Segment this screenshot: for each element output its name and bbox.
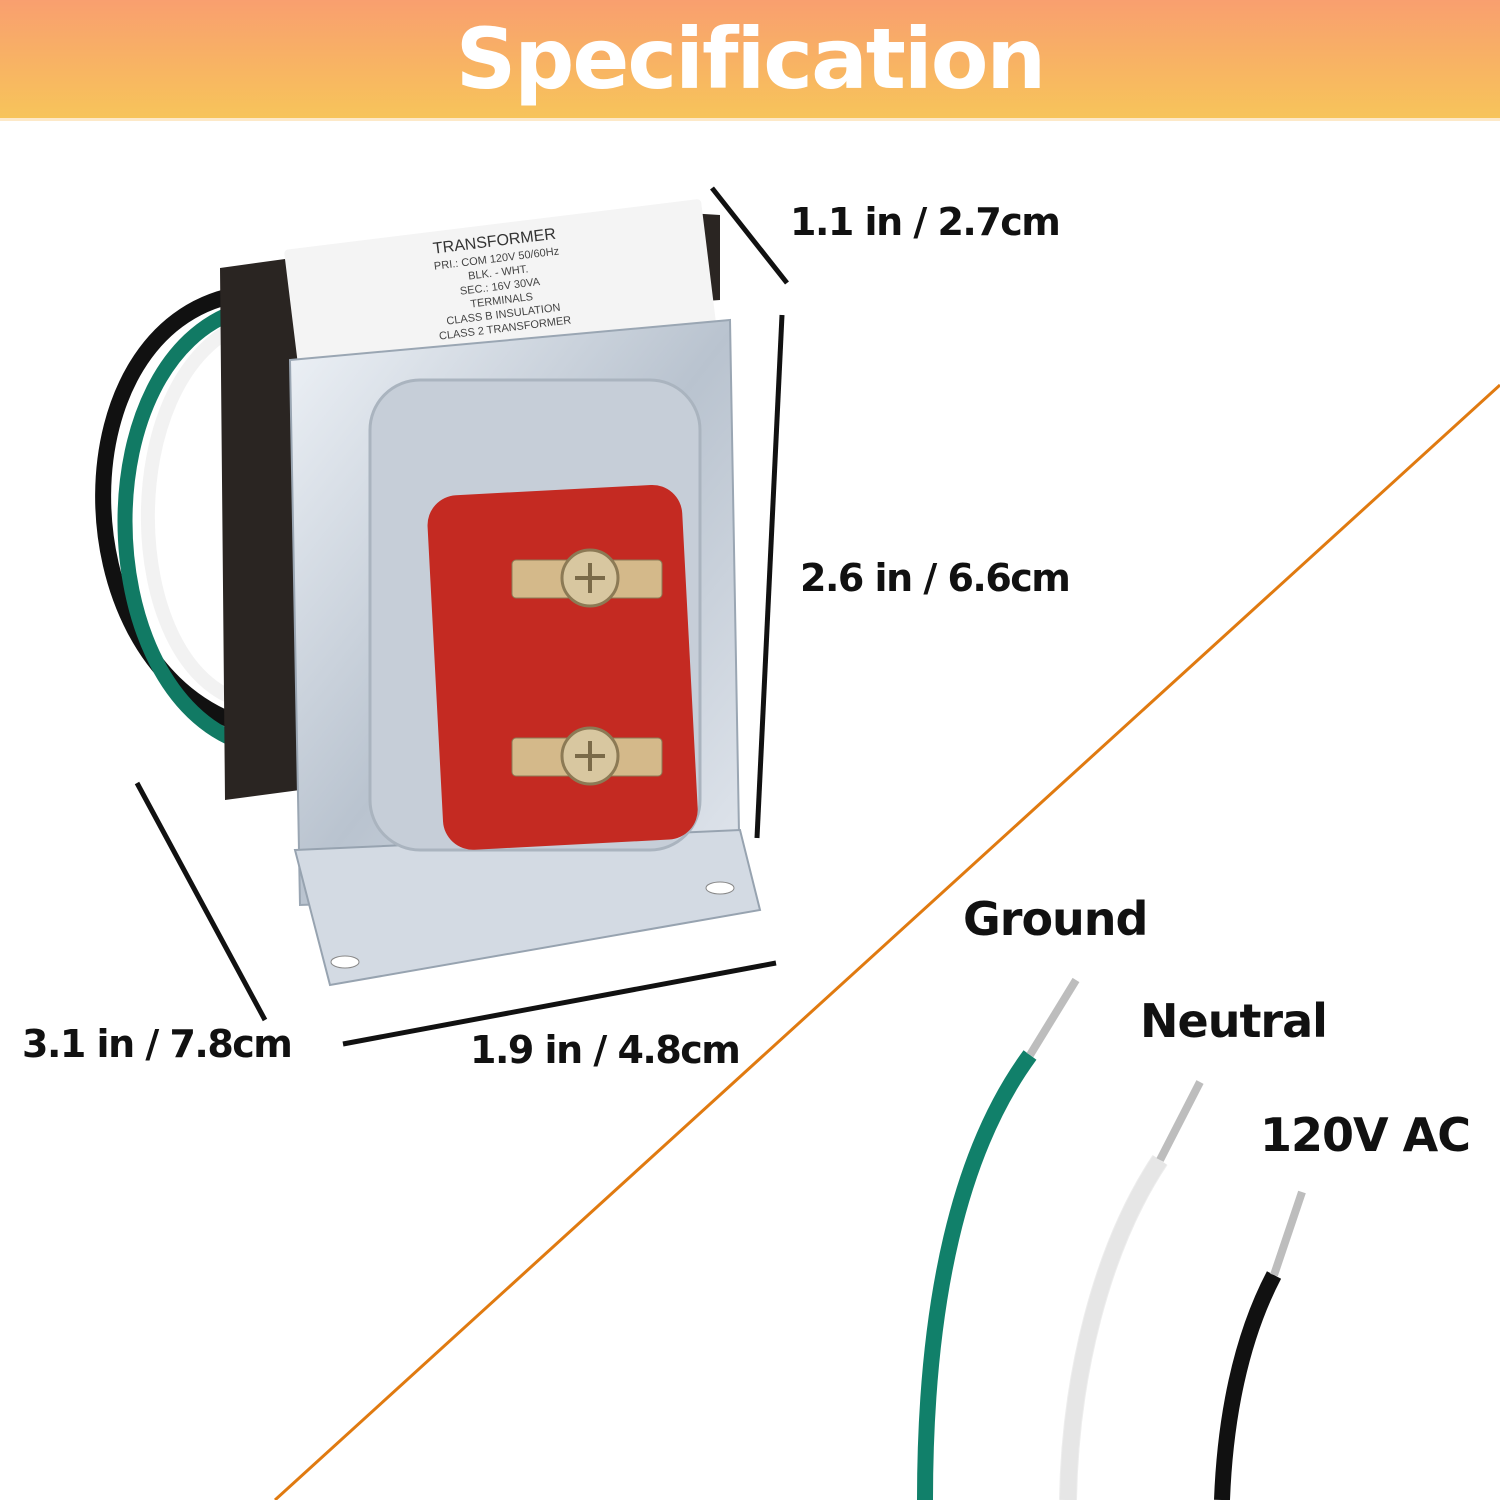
terminal-screw-bottom (511, 726, 663, 786)
hot-wire (1214, 1271, 1282, 1500)
neutral-wire (1060, 1155, 1167, 1500)
length-label: 3.1 in / 7.8cm (22, 1022, 293, 1066)
ground-wire-strands (1026, 977, 1080, 1058)
ground-wire (917, 1050, 1037, 1500)
green-wire (117, 302, 243, 747)
white-wire (140, 318, 243, 707)
page-title: Specification (455, 10, 1046, 108)
hot-wire-strands (1270, 1190, 1306, 1277)
depth-dimension-line (710, 186, 789, 285)
mounting-bracket (293, 828, 762, 987)
terminal-screw-top (511, 548, 663, 608)
height-label: 2.6 in / 6.6cm (800, 556, 1071, 600)
length-dimension-line (134, 781, 268, 1022)
width-dimension-line (342, 960, 777, 1047)
hot-label: 120V AC (1260, 1108, 1471, 1162)
depth-label: 1.1 in / 2.7cm (790, 200, 1061, 244)
header-banner: Specification (0, 0, 1500, 118)
neutral-wire-strands (1156, 1080, 1204, 1162)
ground-label: Ground (963, 892, 1148, 946)
height-dimension-line (754, 314, 785, 839)
diagonal-divider (273, 383, 1500, 1500)
header-divider (0, 118, 1500, 121)
terminal-panel (427, 484, 698, 850)
neutral-label: Neutral (1140, 994, 1328, 1048)
width-label: 1.9 in / 4.8cm (470, 1028, 741, 1072)
